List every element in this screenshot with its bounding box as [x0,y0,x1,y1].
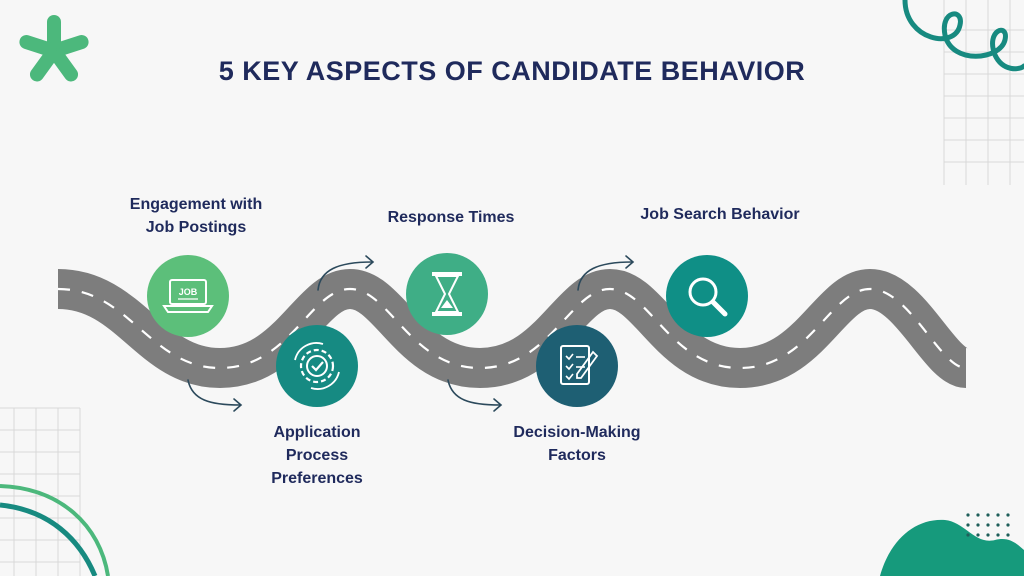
arrow-2 [317,261,373,291]
winding-road [56,268,971,389]
step-4-circle [536,325,618,407]
step-1-marker: JOB [147,255,229,337]
arrow-3 [447,379,501,406]
blob-decoration-bottom-right [880,519,1024,576]
gear-check-icon [294,342,340,390]
step-label-4: Decision-Making Factors [513,424,641,464]
step-label-1: Engagement with Job Postings [129,196,263,236]
arrow-1-head [233,398,243,412]
step-5-marker [666,255,748,337]
step-2-circle [276,325,358,407]
arrow-1 [187,379,241,406]
step-3-circle [406,253,488,335]
curl-decoration-top-right [902,0,1024,72]
grid-decoration-top-right [943,0,1024,185]
step-3-marker [406,253,488,335]
arc-decoration-bottom-left [0,502,98,576]
step-label-2: Application Process Preferences [271,424,363,487]
svg-text:JOB: JOB [179,287,198,297]
asterisk-decoration [19,15,89,82]
checklist-pen-icon [560,345,599,385]
magnifier-icon [688,277,728,317]
arrow-4 [577,261,633,291]
arc-decoration-bottom-left-2 [0,484,110,576]
road-center-dashes [57,287,967,370]
arrow-2-head [365,255,375,269]
step-label-3: Response Times [387,209,515,226]
arrow-3-head [493,398,503,412]
step-1-circle [147,255,229,337]
arrow-4-head [625,255,635,269]
step-2-marker [276,325,358,407]
flow-arrows [187,255,635,412]
dots-decoration-bottom-right [966,513,1010,537]
hourglass-icon [432,272,462,316]
step-4-marker [536,325,618,407]
page-title: 5 KEY ASPECTS OF CANDIDATE BEHAVIOR [218,56,806,86]
step-label-5: Job Search Behavior [640,206,800,223]
step-5-circle [666,255,748,337]
step-circles: JOB [147,253,748,407]
laptop-job-icon: JOB [162,279,214,313]
